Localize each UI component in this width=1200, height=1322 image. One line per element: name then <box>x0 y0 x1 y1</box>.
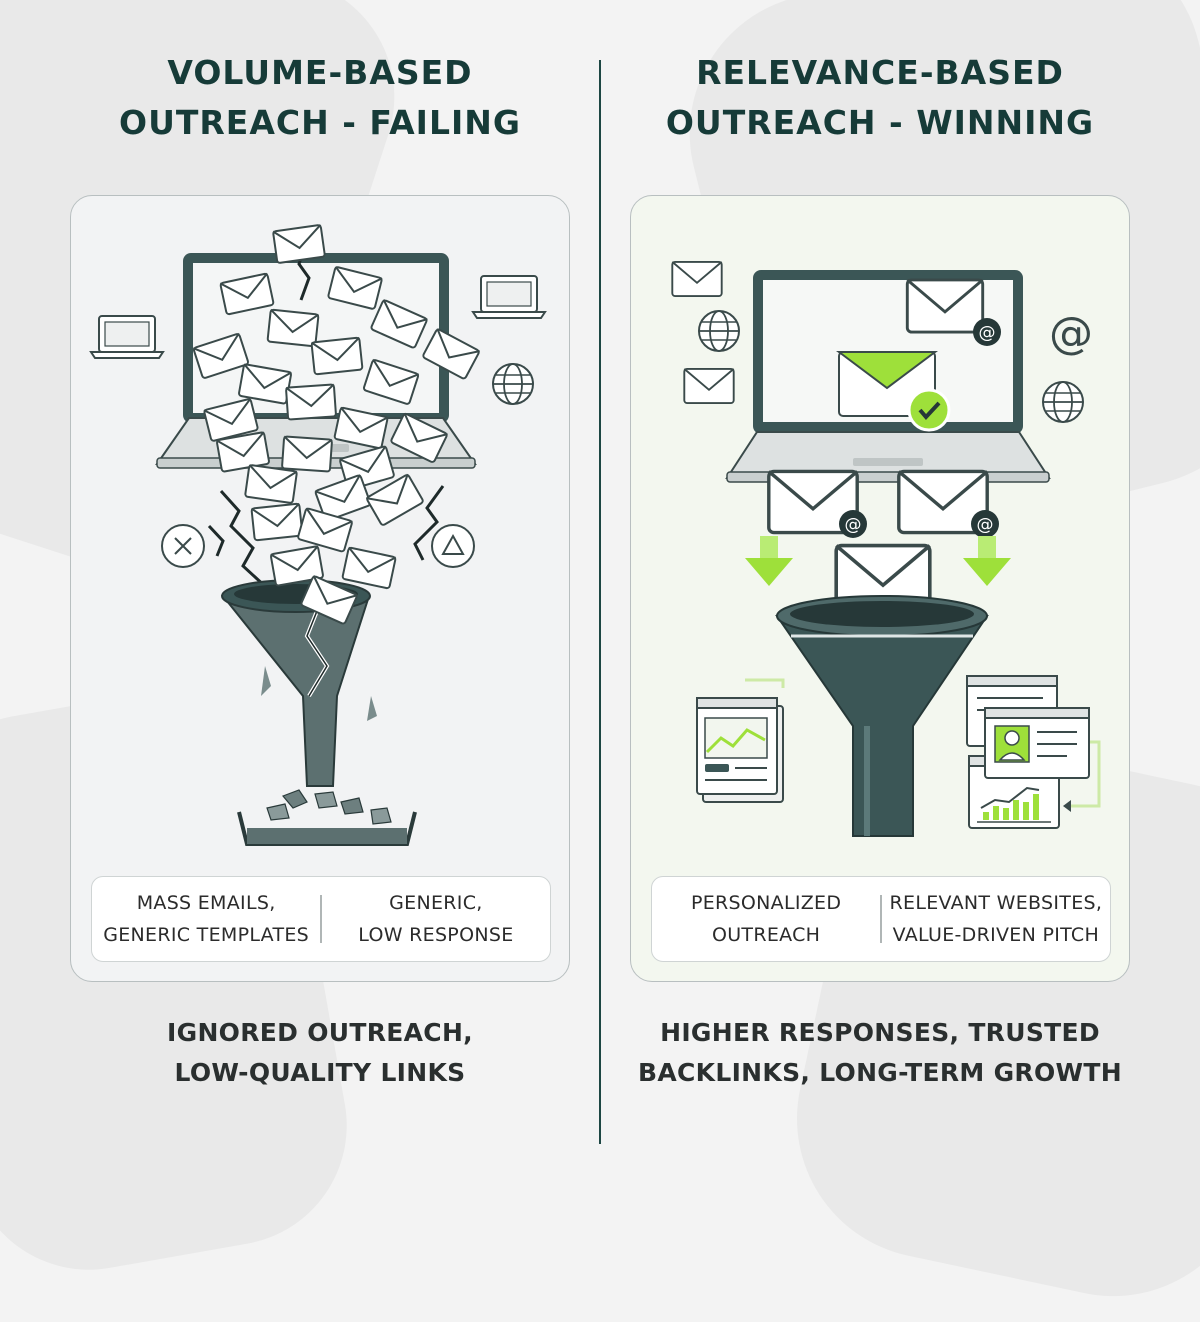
left-outcome: IGNORED OUTREACH, LOW-QUALITY LINKS <box>167 1018 473 1087</box>
left-title: VOLUME-BASED OUTREACH - FAILING <box>119 53 521 142</box>
arrow-down-icon <box>963 536 1011 586</box>
envelope-icon <box>284 383 338 421</box>
caption-personalized: PERSONALIZED OUTREACH <box>690 892 842 946</box>
envelope-icon <box>683 367 735 405</box>
globe-icon <box>1042 381 1084 423</box>
envelope-icon <box>280 435 334 473</box>
right-title: RELEVANCE-BASED OUTREACH - WINNING <box>665 53 1095 142</box>
envelope-icon <box>237 363 293 405</box>
globe-icon <box>492 363 534 405</box>
profile-card-icon <box>984 707 1101 812</box>
envelope-icon <box>341 546 397 590</box>
envelope-icon <box>250 502 304 542</box>
at-sign-icon: @ <box>1049 308 1093 359</box>
at-sign-icon <box>971 510 999 538</box>
envelope-icon <box>244 463 298 505</box>
svg-text:@: @ <box>1049 308 1093 359</box>
at-sign-icon <box>839 510 867 538</box>
check-icon <box>907 388 951 432</box>
caption-separator <box>880 895 882 943</box>
arrow-down-icon <box>745 536 793 586</box>
envelope-icon <box>310 336 364 376</box>
caption-mass-emails: MASS EMAILS, GENERIC TEMPLATES <box>103 892 310 946</box>
right-panel: @ @ <box>630 195 1130 982</box>
cracked-funnel-icon <box>220 579 377 787</box>
close-circle-icon <box>161 524 205 568</box>
caption-separator <box>320 895 322 943</box>
envelope-icon <box>905 278 985 334</box>
left-panel: MASS EMAILS, GENERIC TEMPLATES GENERIC, … <box>70 195 570 982</box>
rubble-tray-icon <box>237 789 417 846</box>
left-caption-box: MASS EMAILS, GENERIC TEMPLATES GENERIC, … <box>91 876 551 962</box>
warning-triangle-icon <box>431 524 475 568</box>
envelope-icon <box>272 223 326 265</box>
volume-outreach-illustration <box>90 223 546 846</box>
caption-relevant-websites: RELEVANT WEBSITES, VALUE-DRIVEN PITCH <box>889 892 1103 946</box>
caption-generic: GENERIC, LOW RESPONSE <box>358 892 514 946</box>
relevance-outreach-illustration: @ @ <box>671 260 1101 837</box>
center-divider <box>599 60 601 1144</box>
right-outcome: HIGHER RESPONSES, TRUSTED BACKLINKS, LON… <box>638 1018 1122 1087</box>
envelope-icon <box>266 308 320 348</box>
funnel-icon <box>775 595 989 837</box>
at-sign-icon <box>973 318 1001 346</box>
globe-icon <box>698 310 740 352</box>
right-caption-box: PERSONALIZED OUTREACH RELEVANT WEBSITES,… <box>651 876 1111 962</box>
laptop-icon <box>90 315 164 359</box>
envelope-icon <box>671 260 723 298</box>
webpage-icon <box>696 678 785 803</box>
laptop-icon <box>472 275 546 319</box>
